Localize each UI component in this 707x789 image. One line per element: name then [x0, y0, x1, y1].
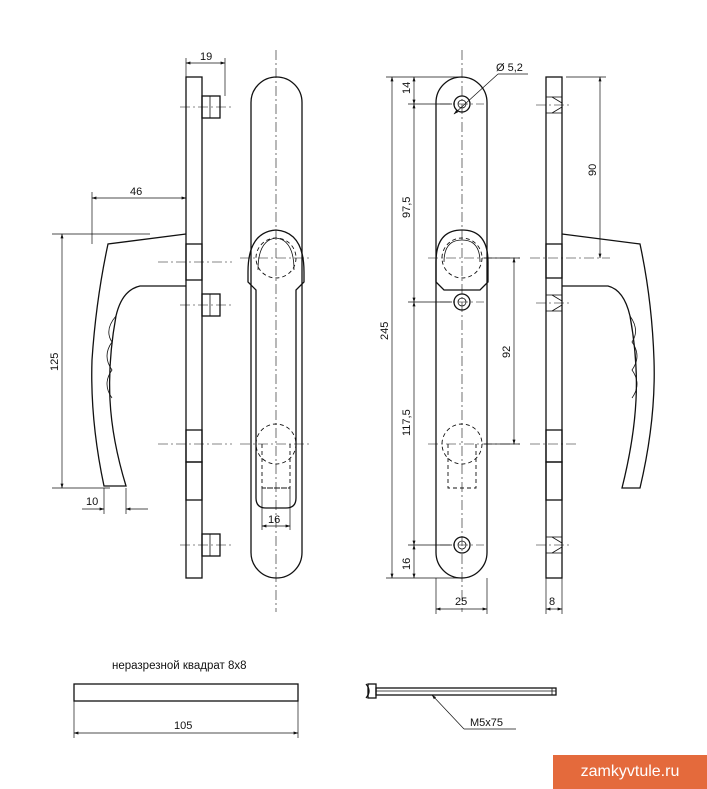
- dim-105: 105: [174, 720, 192, 732]
- dim-25: 25: [455, 596, 467, 608]
- front-view-handle: 16: [240, 50, 312, 612]
- dim-16-cylinder: 16: [268, 514, 280, 526]
- dim-16-bottom: 16: [401, 558, 413, 570]
- spindle-part: неразрезной квадрат 8х8 105: [73, 660, 299, 738]
- dim-92: 92: [501, 346, 513, 358]
- dim-125: 125: [49, 353, 61, 371]
- dim-117-5: 117,5: [401, 409, 413, 436]
- front-view-plate: 14 97,5 245 117,5 16 92 25 Ø 5,2: [379, 50, 528, 614]
- side-view-left: 19 46 125 10: [49, 51, 232, 579]
- dim-10: 10: [86, 496, 98, 508]
- spindle-caption: неразрезной квадрат 8х8: [112, 660, 247, 672]
- screw-part: M5x75: [365, 683, 557, 730]
- dim-8: 8: [549, 596, 555, 608]
- dim-hole-diameter: Ø 5,2: [496, 62, 523, 74]
- watermark-badge: zamkyvtule.ru: [553, 755, 707, 789]
- dim-19: 19: [200, 51, 212, 63]
- dim-90: 90: [587, 164, 599, 176]
- dim-245: 245: [379, 322, 391, 340]
- dim-46: 46: [130, 186, 142, 198]
- dim-97-5: 97,5: [401, 197, 413, 218]
- side-view-right: 90 8: [530, 76, 655, 614]
- dim-14: 14: [401, 82, 413, 94]
- screw-label: M5x75: [470, 717, 503, 729]
